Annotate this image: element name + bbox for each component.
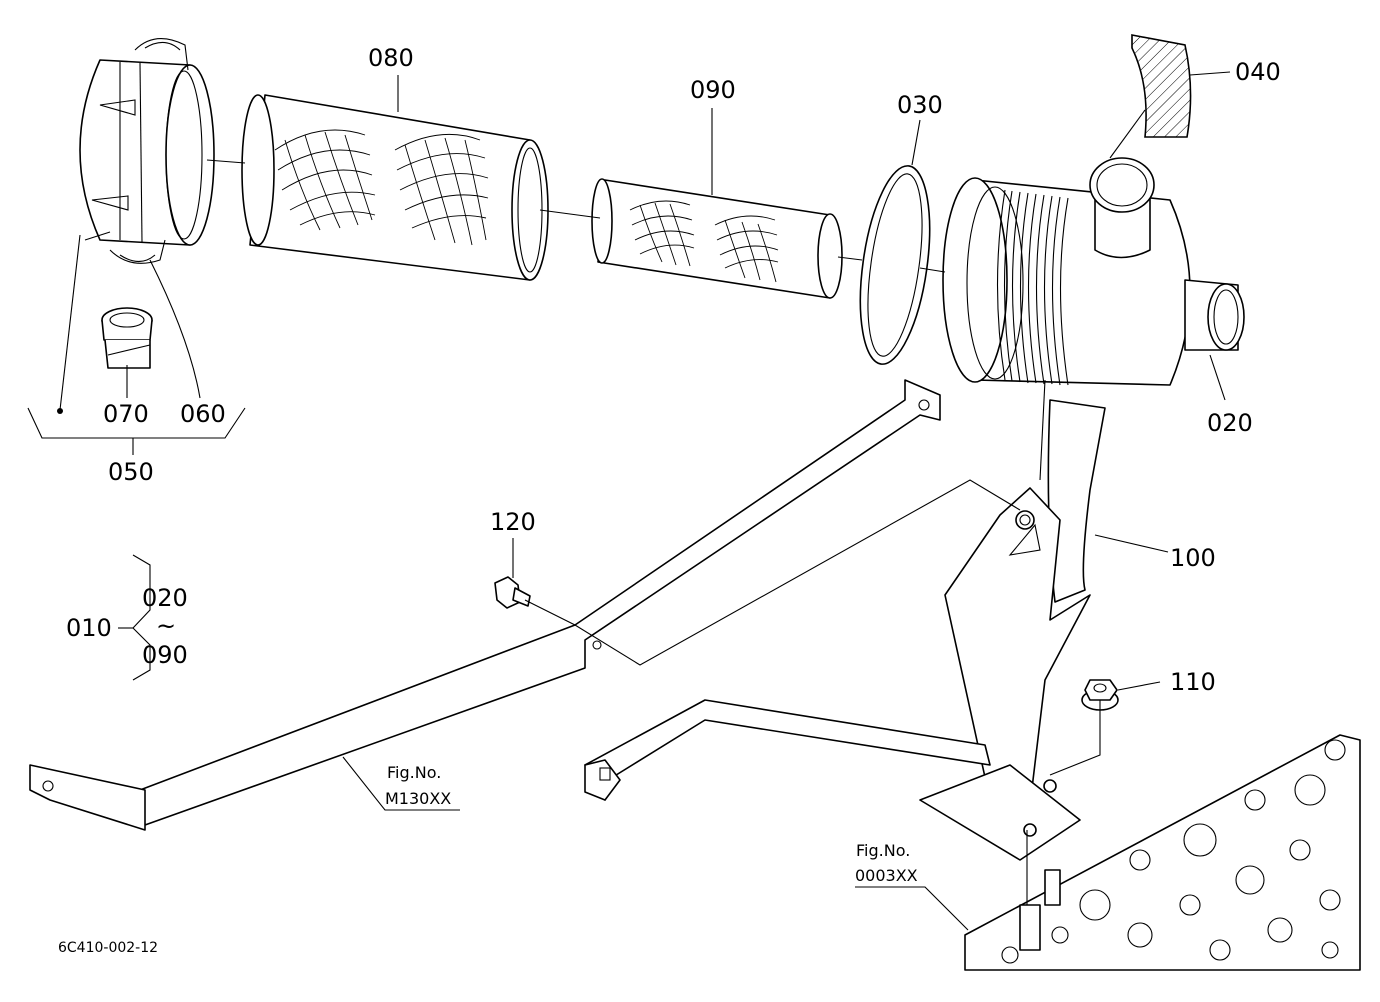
- label-030: 030: [897, 91, 943, 119]
- air-cleaner-cover: [79, 38, 215, 264]
- part-labels: 080 090 030 040 020 070 060 050 120 100 …: [66, 44, 1281, 696]
- label-070: 070: [103, 400, 149, 428]
- label-110: 110: [1170, 668, 1216, 696]
- fig-ref-1-title: Fig.No.: [387, 763, 441, 782]
- label-090: 090: [690, 76, 736, 104]
- stay-arm: [29, 379, 941, 831]
- label-020: 020: [1207, 409, 1253, 437]
- air-cleaner-housing: [942, 157, 1245, 386]
- label-010: 010: [66, 614, 112, 642]
- fig-ref-2-code: 0003XX: [855, 866, 918, 885]
- label-range-tilde: ~: [156, 612, 176, 640]
- label-100: 100: [1170, 544, 1216, 572]
- outer-filter-element: [241, 94, 549, 281]
- drawing-code: 6C410-002-12: [58, 940, 158, 956]
- leader-lines: [27, 71, 1231, 931]
- label-060: 060: [180, 400, 226, 428]
- figure-references: Fig.No. M130XX Fig.No. 0003XX: [385, 763, 918, 885]
- label-range-from: 020: [142, 584, 188, 612]
- label-040: 040: [1235, 58, 1281, 86]
- fig-ref-2-title: Fig.No.: [856, 841, 910, 860]
- rain-cap: [1131, 34, 1192, 138]
- lower-stay: [584, 699, 991, 801]
- label-050: 050: [108, 458, 154, 486]
- label-range-to: 090: [142, 641, 188, 669]
- label-120: 120: [490, 508, 536, 536]
- mounting-bracket: [919, 399, 1106, 861]
- evacuator-valve: [101, 307, 153, 369]
- label-080: 080: [368, 44, 414, 72]
- bolt: [494, 576, 531, 609]
- engine-cylinder-head: [964, 734, 1361, 971]
- inner-safety-element: [591, 178, 843, 299]
- fig-ref-1-code: M130XX: [385, 789, 451, 808]
- gasket-ring: [859, 165, 931, 365]
